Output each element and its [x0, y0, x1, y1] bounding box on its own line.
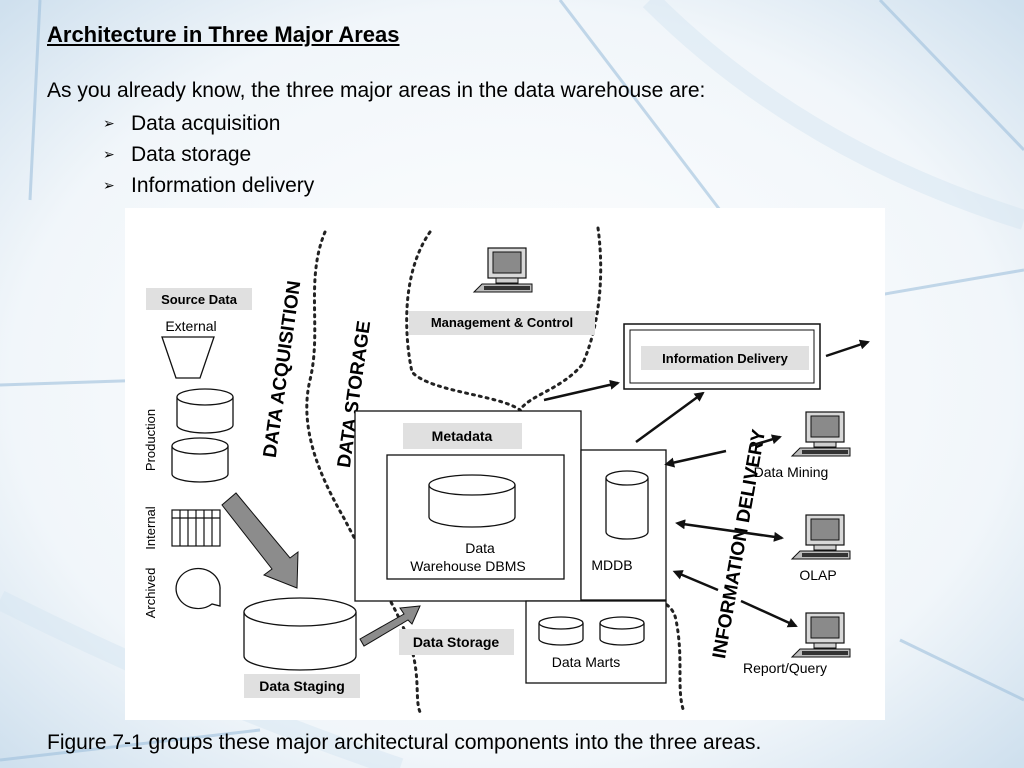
report-query-label: Report/Query [743, 660, 827, 676]
olap-label: OLAP [799, 567, 836, 583]
intro-text: As you already know, the three major are… [47, 79, 706, 102]
source-data-label-box [146, 288, 252, 310]
mddb-database-icon [605, 470, 649, 540]
external-label: External [165, 318, 216, 334]
report-query-computer-icon [791, 612, 851, 658]
bullet-item: ➢ Data storage [103, 139, 314, 170]
figure-caption: Figure 7-1 groups these major architectu… [47, 731, 762, 754]
management-control-label-box [409, 311, 595, 335]
flow-arrows [543, 339, 870, 628]
bullet-item: ➢ Information delivery [103, 170, 314, 201]
data-storage-label-box [399, 629, 514, 655]
metadata-label: Metadata [432, 428, 493, 444]
archived-label: Archived [143, 568, 158, 619]
dw-dbms-label-line2: Warehouse DBMS [410, 558, 525, 574]
bullet-item: ➢ Data acquisition [103, 108, 314, 139]
slide-title: Architecture in Three Major Areas [47, 22, 400, 47]
archived-data-icon [175, 567, 221, 610]
management-computer-icon [473, 247, 533, 293]
olap-computer-icon [791, 514, 851, 560]
external-source-shape [161, 336, 215, 379]
data-mart-database-icon [538, 616, 584, 646]
information-delivery-label: Information Delivery [662, 351, 788, 366]
data-staging-label-box [244, 674, 360, 698]
information-delivery-label-box [641, 346, 809, 370]
production-database-icon [171, 437, 229, 483]
bullet-text: Data storage [131, 143, 252, 166]
data-warehouse-database-icon [428, 474, 516, 528]
internal-data-grid-icon [171, 509, 221, 547]
data-mining-label: Data Mining [754, 464, 829, 480]
management-control-label: Management & Control [431, 315, 573, 330]
data-acquisition-zone-label: DATA ACQUISITION [260, 279, 306, 459]
data-staging-label: Data Staging [259, 678, 345, 694]
arrow-bullet-icon: ➢ [103, 115, 115, 131]
internal-label: Internal [143, 506, 158, 549]
data-storage-label: Data Storage [413, 634, 500, 650]
mddb-label: MDDB [591, 557, 632, 573]
arrow-bullet-icon: ➢ [103, 177, 115, 193]
data-staging-database-icon [243, 597, 357, 671]
staging-arrow [221, 492, 299, 589]
storage-arrow [359, 605, 421, 647]
bullet-list: ➢ Data acquisition ➢ Data storage ➢ Informa… [103, 108, 314, 201]
source-data-label: Source Data [161, 292, 238, 307]
production-label: Production [143, 409, 158, 471]
production-database-icon [176, 388, 234, 434]
architecture-figure: Source Data External Production Internal… [125, 208, 885, 720]
data-mart-database-icon [599, 616, 645, 646]
data-marts-label: Data Marts [552, 654, 620, 670]
architecture-diagram: Source Data External Production Internal… [143, 226, 870, 714]
information-delivery-zone-label: INFORMATION DELIVERY [709, 428, 770, 661]
data-mining-computer-icon [791, 411, 851, 457]
metadata-label-box [403, 423, 522, 449]
dw-dbms-label-line1: Data [465, 540, 495, 556]
information-delivery-inner-frame [629, 329, 815, 384]
bullet-text: Data acquisition [131, 112, 281, 135]
arrow-bullet-icon: ➢ [103, 146, 115, 162]
bullet-text: Information delivery [131, 174, 315, 197]
